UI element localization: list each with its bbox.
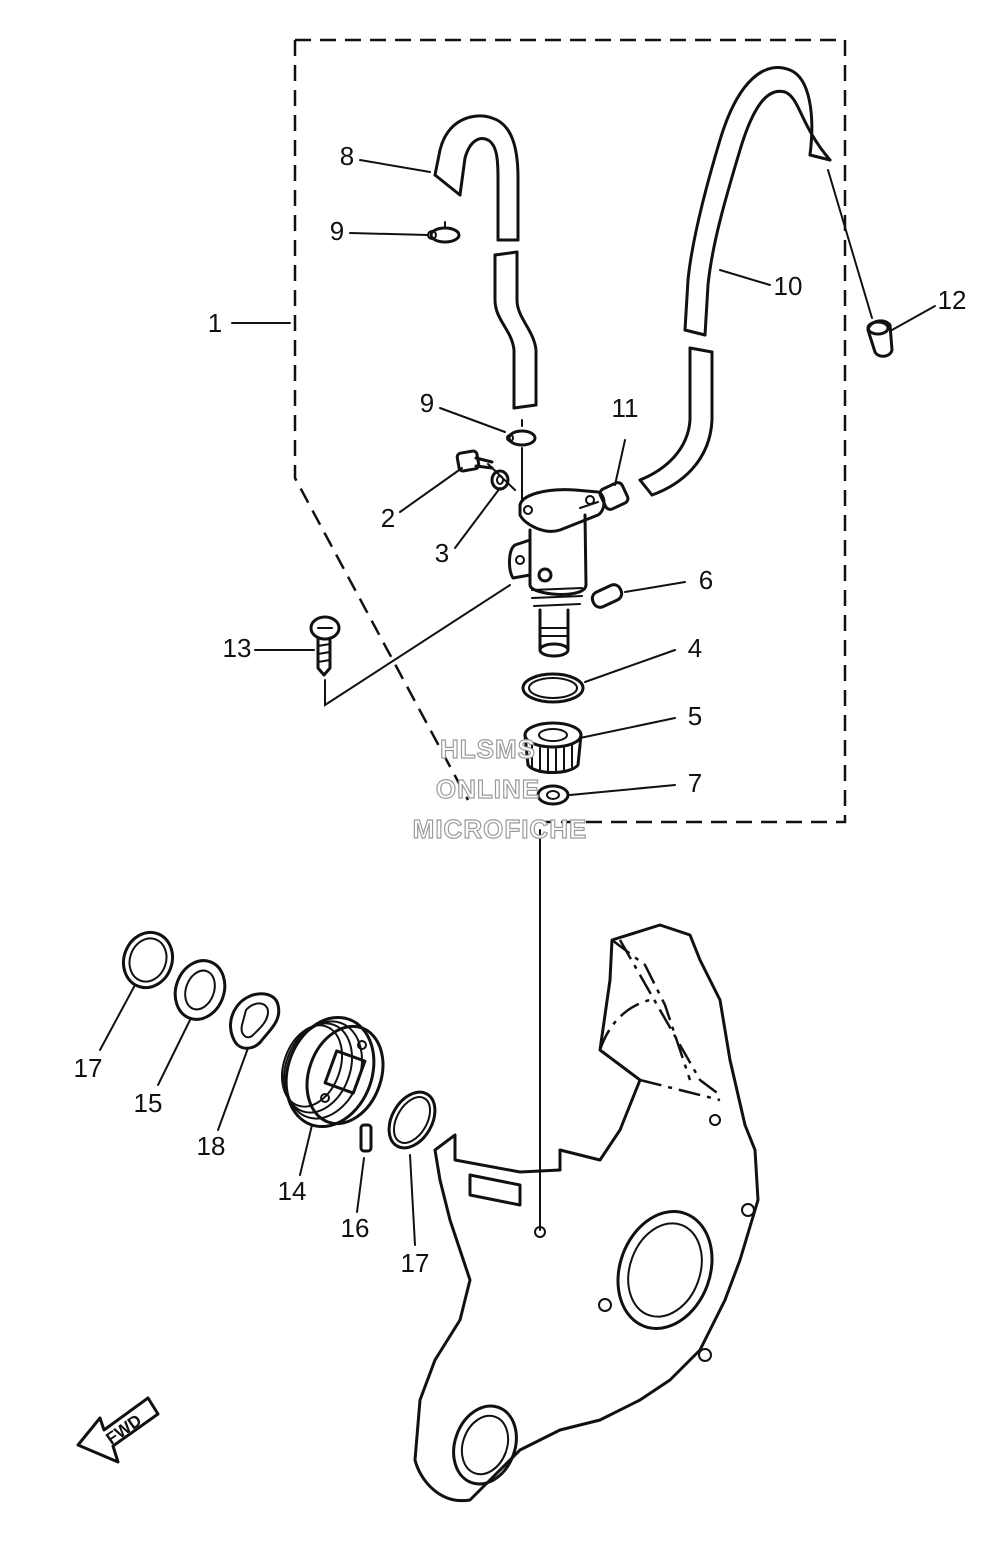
engine-housing-outline [413, 923, 760, 1503]
fwd-arrow-icon: FWD [76, 1396, 160, 1464]
watermark-line-2: ONLINE [436, 774, 540, 804]
callout-18: 18 [197, 1131, 226, 1161]
oil-pump-body [508, 488, 606, 658]
watermark: HLSMS ONLINE MICROFICHE [412, 733, 588, 844]
callout-13: 13 [223, 633, 252, 663]
pin-16 [359, 1123, 373, 1153]
callout-7: 7 [688, 768, 702, 798]
callout-6: 6 [699, 565, 713, 595]
pin-6 [590, 583, 624, 609]
callout-1: 1 [208, 308, 222, 338]
hose-10 [638, 66, 832, 497]
callout-15: 15 [134, 1088, 163, 1118]
cap-12 [827, 169, 894, 358]
clip-9-lower [506, 419, 537, 501]
circlip-17-right [387, 1090, 437, 1150]
callout-3: 3 [435, 538, 449, 568]
screw-13 [309, 584, 511, 707]
assembly-1-boundary [293, 38, 847, 824]
hose-8 [433, 114, 538, 410]
callout-14: 14 [278, 1176, 307, 1206]
callout-9-upper: 9 [330, 216, 344, 246]
leader-lines [99, 159, 936, 1246]
o-ring-4 [521, 672, 585, 704]
callout-4: 4 [688, 633, 702, 663]
washer-7 [536, 784, 570, 806]
clip-9-upper [427, 221, 461, 244]
callout-8: 8 [340, 141, 354, 171]
seal-15 [173, 959, 227, 1021]
gear-5 [523, 721, 583, 774]
callout-5: 5 [688, 701, 702, 731]
circlip-17-left [121, 930, 175, 990]
callout-10: 10 [774, 271, 803, 301]
watermark-line-3: MICROFICHE [413, 814, 588, 844]
callout-17-left: 17 [74, 1053, 103, 1083]
pulley-14 [281, 1015, 385, 1129]
callout-16: 16 [341, 1213, 370, 1243]
callout-2: 2 [381, 503, 395, 533]
gasket-18 [229, 992, 281, 1050]
callout-9-lower: 9 [420, 388, 434, 418]
callout-17-right: 17 [401, 1248, 430, 1278]
callout-labels: 1 2 3 4 5 6 7 8 9 9 10 11 12 13 14 15 16… [74, 141, 967, 1278]
watermark-line-1: HLSMS [440, 734, 536, 764]
callout-11: 11 [612, 393, 639, 423]
callout-12: 12 [938, 285, 967, 315]
